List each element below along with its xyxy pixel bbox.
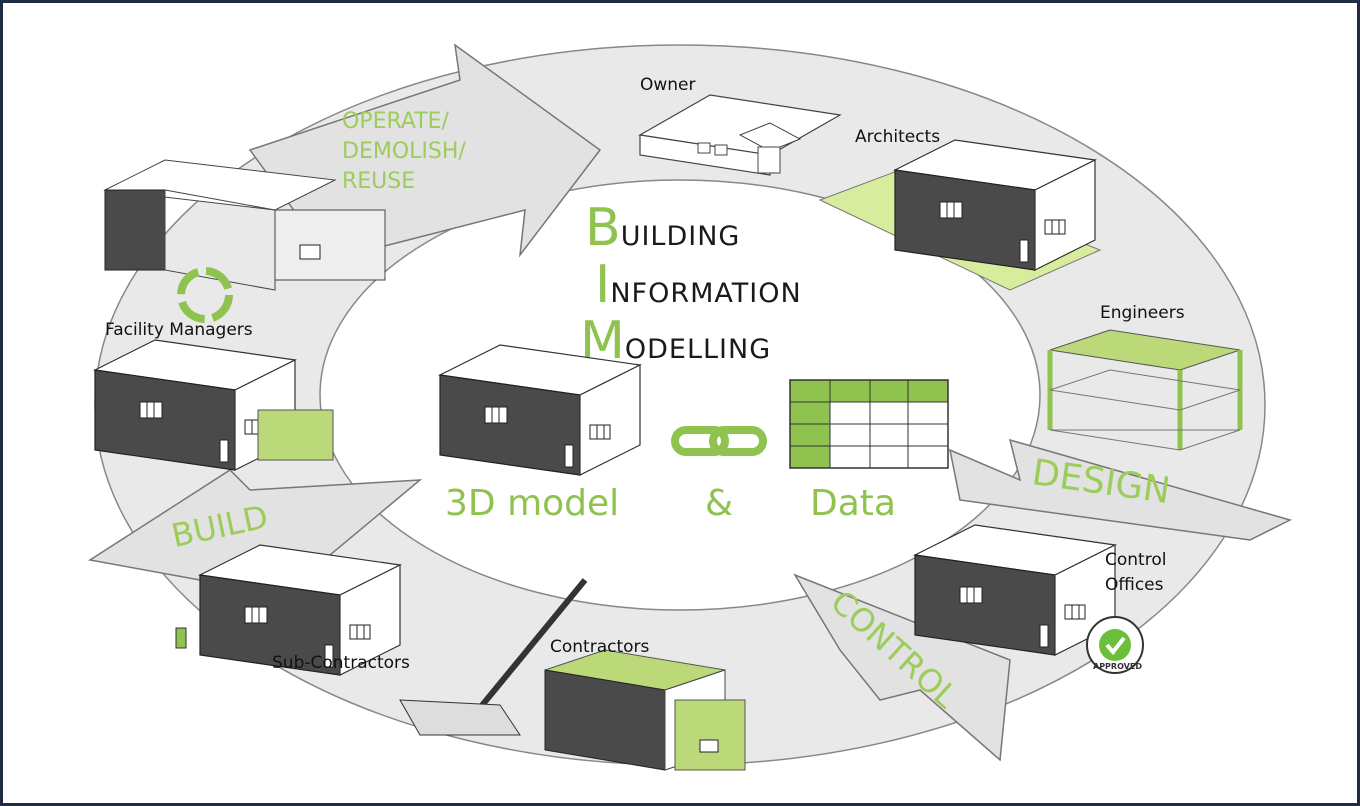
label-engineers: Engineers bbox=[1100, 303, 1185, 323]
design-arrow bbox=[948, 438, 1293, 541]
phase-operate-line2: DEMOLISH/ bbox=[342, 139, 466, 164]
recycle-icon bbox=[177, 267, 233, 323]
label-sub-contractors: Sub-Contractors bbox=[272, 653, 410, 673]
label-control-offices-line1: Control bbox=[1105, 550, 1166, 570]
link-chain-icon bbox=[671, 426, 767, 456]
sub-contractors-door-icon bbox=[175, 627, 187, 649]
center-model-label: 3D model bbox=[445, 483, 619, 524]
label-contractors: Contractors bbox=[550, 637, 650, 657]
title-building: BUILDING bbox=[585, 198, 740, 258]
title-information: INFORMATION bbox=[595, 255, 802, 315]
crane-boom bbox=[467, 578, 588, 722]
label-control-offices-line2: Offices bbox=[1105, 575, 1164, 595]
contractors-building-icon bbox=[544, 649, 746, 771]
label-architects: Architects bbox=[855, 127, 940, 147]
facility-box-icon bbox=[257, 409, 334, 461]
stamp-text: APPROVED bbox=[1093, 662, 1142, 671]
model-house-icon bbox=[439, 344, 641, 476]
engineers-frame-icon bbox=[1047, 329, 1243, 451]
title-modelling: MODELLING bbox=[580, 311, 771, 371]
label-facility-managers: Facility Managers bbox=[105, 320, 253, 340]
label-owner: Owner bbox=[640, 75, 696, 95]
control-offices-house-icon bbox=[914, 524, 1116, 656]
data-table-icon bbox=[789, 379, 949, 469]
phase-operate-line1: OPERATE/ bbox=[342, 109, 450, 134]
architects-house-icon bbox=[894, 139, 1096, 271]
phase-operate-line3: REUSE bbox=[342, 169, 415, 194]
operate-building-icon bbox=[103, 159, 386, 291]
center-data-label: Data bbox=[810, 483, 896, 524]
approved-stamp-icon: APPROVED bbox=[1086, 616, 1144, 674]
owner-house-icon bbox=[638, 94, 842, 176]
control-arrow bbox=[793, 573, 1011, 762]
inner-circle bbox=[319, 179, 1041, 611]
center-amp-label: & bbox=[705, 483, 733, 524]
crane-base bbox=[399, 699, 521, 736]
